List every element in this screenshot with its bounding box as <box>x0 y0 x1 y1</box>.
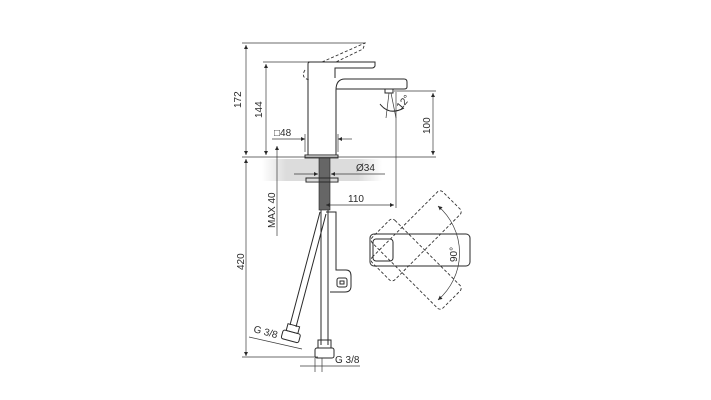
supply-hoses <box>280 210 352 359</box>
thread-right: G 3/8 <box>300 355 360 372</box>
label-48: □48 <box>274 128 292 139</box>
thread-left: G 3/8 <box>248 324 303 350</box>
dimension-34: Ø34 <box>294 163 385 177</box>
label-12-deg: 12° <box>395 93 413 112</box>
label-34: Ø34 <box>356 163 375 174</box>
dimension-110: 110 <box>326 92 397 208</box>
label-g38-right: G 3/8 <box>335 355 360 366</box>
label-90-deg: 90° <box>449 247 460 262</box>
label-172: 172 <box>233 91 244 108</box>
dimension-420: 420 <box>236 159 318 358</box>
faucet-side-view: 12° <box>302 42 413 159</box>
dimension-144: 144 <box>254 61 308 155</box>
handle-top-view: 90° <box>369 190 471 310</box>
label-100: 100 <box>422 117 433 134</box>
dimension-48: □48 <box>272 128 352 152</box>
label-max40: MAX 40 <box>267 192 278 228</box>
dimension-max40: MAX 40 <box>267 146 280 236</box>
mounting-rod <box>305 157 339 211</box>
label-144: 144 <box>254 101 265 118</box>
label-420: 420 <box>236 253 247 270</box>
dimension-172: 172 <box>233 42 365 155</box>
label-110: 110 <box>348 194 364 205</box>
dimension-100: 100 <box>394 90 436 155</box>
